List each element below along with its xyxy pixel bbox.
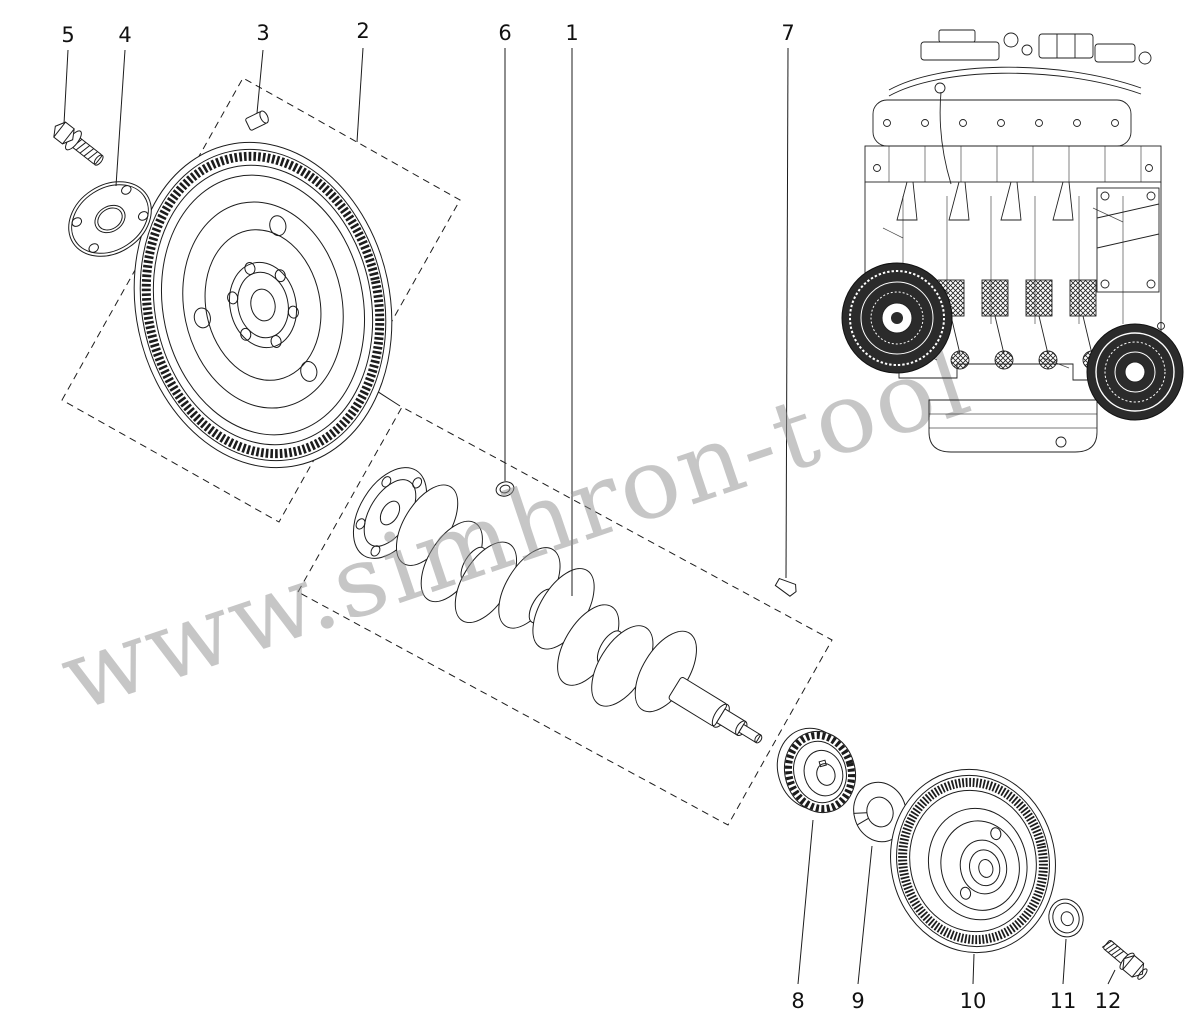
leader-12 (1107, 969, 1116, 985)
callout-11-label: 11 (1050, 989, 1077, 1013)
leader-11 (1062, 938, 1067, 985)
spacer-plate-drawing (68, 181, 152, 257)
crankshaft-pulley-drawing (890, 768, 1056, 954)
callout-6-label: 6 (498, 21, 511, 45)
crankshaft-drawing (352, 467, 763, 744)
callout-8-label: 8 (791, 989, 804, 1013)
leader-5 (63, 49, 69, 125)
woodruff-key-drawing (774, 577, 797, 597)
engine-crank-pulley (841, 262, 953, 374)
callout-5-label: 5 (61, 23, 74, 47)
bearing-ring-drawing (495, 481, 515, 497)
engine-bell-housing (1086, 323, 1184, 421)
callout-4-label: 4 (118, 23, 131, 47)
callout-labels: 5 4 3 2 6 1 7 8 9 10 11 12 (61, 19, 1121, 1013)
leader-9 (857, 845, 873, 985)
leader-2 (356, 47, 364, 143)
leader-7 (785, 47, 789, 579)
callout-7-label: 7 (781, 21, 794, 45)
leader-3 (256, 49, 264, 114)
crankshaft-bounding-box (297, 406, 833, 826)
callout-12-label: 12 (1095, 989, 1122, 1013)
flywheel-drawing (133, 141, 393, 469)
timing-sprocket-drawing (776, 727, 856, 814)
callout-9-label: 9 (851, 989, 864, 1013)
callout-10-label: 10 (960, 989, 987, 1013)
dowel-pin-drawing (245, 110, 269, 131)
callout-2-label: 2 (356, 19, 369, 43)
callout-3-label: 3 (256, 21, 269, 45)
leader-8 (797, 819, 814, 985)
leader-10 (972, 953, 975, 985)
flywheel-bolt-drawing (53, 121, 104, 166)
leader-4 (115, 49, 126, 187)
leader-lines (63, 47, 1116, 985)
washer-drawing (1048, 898, 1084, 938)
callout-1-label: 1 (565, 21, 578, 45)
engine-illustration (841, 29, 1184, 453)
pulley-bolt-drawing (1101, 939, 1148, 980)
